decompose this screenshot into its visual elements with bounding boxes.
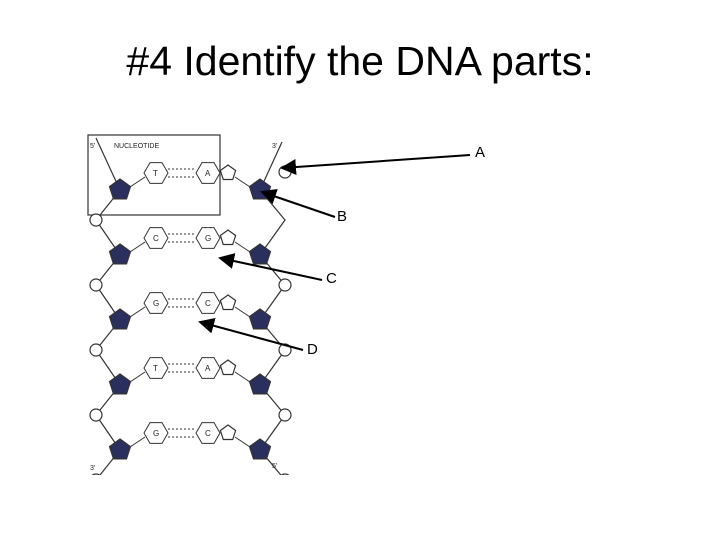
sugar-left-4 xyxy=(108,373,132,395)
sugar-right-4 xyxy=(248,373,272,395)
base-letter-right-4: A xyxy=(205,364,211,373)
base-right-ring-5 xyxy=(219,424,237,441)
glycosidic-bond-left-3 xyxy=(129,306,146,318)
phosphate-left-2 xyxy=(89,278,103,292)
sugar-left-5 xyxy=(108,438,132,460)
base-right-3 xyxy=(195,292,221,314)
base-letter-left-2: C xyxy=(153,234,159,243)
glycosidic-bond-left-2 xyxy=(129,241,146,253)
base-right-5 xyxy=(195,422,221,444)
sugar-right-5 xyxy=(248,438,272,460)
glycosidic-bond-left-1 xyxy=(129,176,146,188)
phosphate-right-3 xyxy=(278,343,292,357)
base-letter-right-3: C xyxy=(205,299,211,308)
base-letter-right-2: G xyxy=(205,234,211,243)
phosphate-left-1 xyxy=(89,213,103,227)
base-left-5 xyxy=(143,422,169,444)
base-right-4 xyxy=(195,357,221,379)
base-letter-left-5: G xyxy=(153,429,159,438)
glycosidic-bond-right-1 xyxy=(234,176,251,188)
base-right-ring-3 xyxy=(219,294,237,311)
base-right-ring-4 xyxy=(219,359,237,376)
glycosidic-bond-right-3 xyxy=(234,306,251,318)
dna-diagram: NUCLEOTIDE 5' 3' 3' 5' T A C G G C T A G C xyxy=(60,120,320,475)
phosphate-left-3 xyxy=(89,343,103,357)
phosphate-left-4 xyxy=(89,408,103,422)
sugar-right-2 xyxy=(248,243,272,265)
base-letter-left-1: T xyxy=(153,169,158,178)
base-right-2 xyxy=(195,227,221,249)
glycosidic-bond-right-5 xyxy=(234,436,251,448)
glycosidic-bond-left-4 xyxy=(129,371,146,383)
base-left-2 xyxy=(143,227,169,249)
nucleotide-box xyxy=(87,134,221,216)
sugar-left-3 xyxy=(108,308,132,330)
base-right-ring-1 xyxy=(219,164,237,181)
nucleotide-box-label: NUCLEOTIDE xyxy=(114,143,159,150)
phosphate-right-4 xyxy=(278,408,292,422)
sugar-right-3 xyxy=(248,308,272,330)
glycosidic-bond-left-5 xyxy=(129,436,146,448)
base-left-4 xyxy=(143,357,169,379)
base-letter-left-3: G xyxy=(153,299,159,308)
callout-label-d: D xyxy=(307,341,318,358)
base-letter-left-4: T xyxy=(153,364,158,373)
base-letter-right-5: C xyxy=(205,429,211,438)
base-letter-right-1: A xyxy=(205,169,211,178)
slide-title: #4 Identify the DNA parts: xyxy=(126,38,594,84)
sugar-right-1 xyxy=(248,178,272,200)
base-left-3 xyxy=(143,292,169,314)
sugar-left-1 xyxy=(108,178,132,200)
dna-ladder-illustration: NUCLEOTIDE 5' 3' 3' 5' T A C G G C T A G C xyxy=(87,134,292,475)
base-right-1 xyxy=(195,162,221,184)
phosphate-left-5 xyxy=(91,473,101,475)
phosphate-right-5 xyxy=(280,473,290,475)
strand-end-bottom-right: 5' xyxy=(272,463,277,470)
callout-label-c: C xyxy=(326,270,337,287)
strand-end-bottom-left: 3' xyxy=(90,465,95,472)
glycosidic-bond-right-2 xyxy=(234,241,251,253)
base-right-ring-2 xyxy=(219,229,237,246)
callout-label-a: A xyxy=(475,144,486,161)
glycosidic-bond-right-4 xyxy=(234,371,251,383)
sugar-left-2 xyxy=(108,243,132,265)
callout-label-b: B xyxy=(337,208,348,225)
strand-end-top-right: 3' xyxy=(272,143,277,150)
strand-end-top-left: 5' xyxy=(90,143,95,150)
phosphate-right-1 xyxy=(278,165,292,179)
phosphate-right-2 xyxy=(278,278,292,292)
base-left-1 xyxy=(143,162,169,184)
